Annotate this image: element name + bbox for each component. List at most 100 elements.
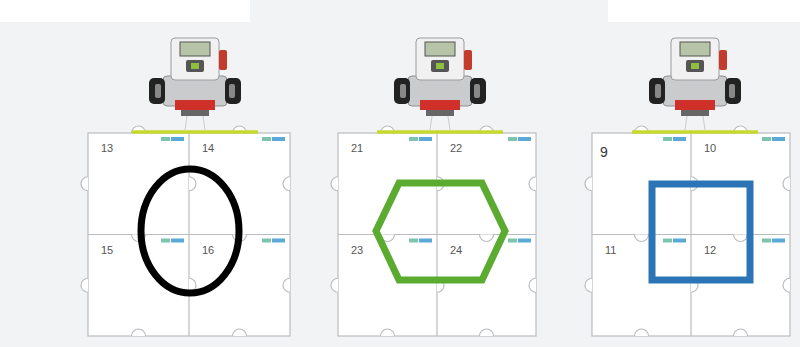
logo-mark (272, 239, 285, 243)
puzzle-tab (189, 177, 196, 191)
puzzle-tab (783, 278, 790, 292)
puzzle-tab (783, 177, 790, 191)
logo-mark (663, 137, 672, 141)
puzzle-tab (480, 329, 494, 336)
puzzle-tile: 15 (88, 235, 189, 337)
logo-mark (161, 239, 170, 243)
robot-buttons (686, 60, 704, 72)
puzzle-tile: 10 (691, 133, 790, 235)
robot-screen (680, 42, 710, 56)
puzzle-tab (283, 177, 290, 191)
logo-mark (419, 137, 432, 141)
puzzle-tab (233, 235, 247, 242)
tile-number: 15 (101, 245, 113, 256)
puzzle-tab (585, 278, 592, 292)
robot-motor (719, 50, 727, 70)
robot-sensor-mount (681, 110, 709, 116)
puzzle-tab (437, 278, 444, 292)
puzzle-tab (691, 278, 698, 292)
puzzle-tab (585, 177, 592, 191)
puzzle-tab (480, 235, 494, 242)
tile-number: 21 (351, 143, 363, 154)
puzzle-tab (691, 177, 698, 191)
logo-mark (673, 239, 686, 243)
tile-number: 9 (600, 145, 608, 159)
robots (149, 38, 741, 130)
puzzle-tile: 9 (592, 133, 691, 235)
puzzle-tile: 16 (189, 235, 290, 337)
sensor-cable (185, 116, 187, 130)
wheel-hub (474, 84, 480, 98)
robot-buttons (431, 60, 449, 72)
puzzle-tab (381, 329, 395, 336)
tile-seam (592, 234, 790, 235)
mat-outline (88, 133, 290, 336)
puzzle-tab (331, 177, 338, 191)
hexagon-track (376, 183, 505, 280)
wheel-hub (400, 84, 406, 98)
square-track (652, 184, 750, 280)
tile-seam (338, 234, 536, 235)
logo-mark (673, 137, 686, 141)
puzzle-tab (81, 278, 88, 292)
sensor-cable (448, 116, 450, 130)
logo-mark (762, 239, 771, 243)
puzzle-tab (529, 278, 536, 292)
sensor-cable (703, 116, 705, 130)
puzzle-tab (283, 278, 290, 292)
tile-number: 22 (450, 143, 462, 154)
puzzle-tab (635, 329, 649, 336)
logo-mark (663, 239, 672, 243)
puzzle-tab (381, 235, 395, 242)
puzzle-tile: 24 (437, 235, 536, 337)
robot-wheel (225, 78, 241, 104)
sensor-cable (685, 116, 687, 130)
tile-number: 11 (605, 245, 616, 256)
puzzle-tab (529, 177, 536, 191)
robot-button (191, 63, 199, 69)
puzzle-tab (734, 235, 748, 242)
robot-sensor (420, 100, 460, 110)
puzzle-tile: 23 (338, 235, 437, 337)
tile-number: 23 (351, 245, 363, 256)
robot-wheel (649, 78, 665, 104)
ev3-robot (649, 38, 741, 130)
logo-mark (762, 137, 771, 141)
robot-wheel (470, 78, 486, 104)
tile-number: 24 (450, 245, 462, 256)
robot-brick (171, 38, 219, 80)
robot-wheel (394, 78, 410, 104)
wheel-hub (655, 84, 661, 98)
robot-motor (219, 50, 227, 70)
robot-button (436, 63, 444, 69)
robot-sensor-mount (181, 110, 209, 116)
puzzle-tile: 13 (88, 133, 189, 235)
logo-mark (262, 137, 271, 141)
start-line (132, 130, 258, 134)
puzzle-tab (635, 235, 649, 242)
start-line (632, 130, 758, 134)
logo-mark (508, 137, 517, 141)
puzzle-tab (81, 177, 88, 191)
puzzle-tile: 21 (338, 133, 437, 235)
puzzle-tab (331, 278, 338, 292)
puzzle-tile: 12 (691, 235, 790, 337)
ev3-robot (149, 38, 241, 130)
logo-mark (518, 137, 531, 141)
blank-panel (608, 0, 800, 22)
robot-sensor (175, 100, 215, 110)
robot-screen (425, 42, 455, 56)
wheel-hub (729, 84, 735, 98)
logo-mark (409, 239, 418, 243)
puzzle-tile: 22 (437, 133, 536, 235)
robot-sensor-mount (426, 110, 454, 116)
robot-brick (416, 38, 464, 80)
tile-number: 14 (202, 143, 214, 154)
sensor-cable (430, 116, 432, 130)
logo-mark (409, 137, 418, 141)
logo-mark (262, 239, 271, 243)
logo-mark (272, 137, 285, 141)
robot-sensor (675, 100, 715, 110)
